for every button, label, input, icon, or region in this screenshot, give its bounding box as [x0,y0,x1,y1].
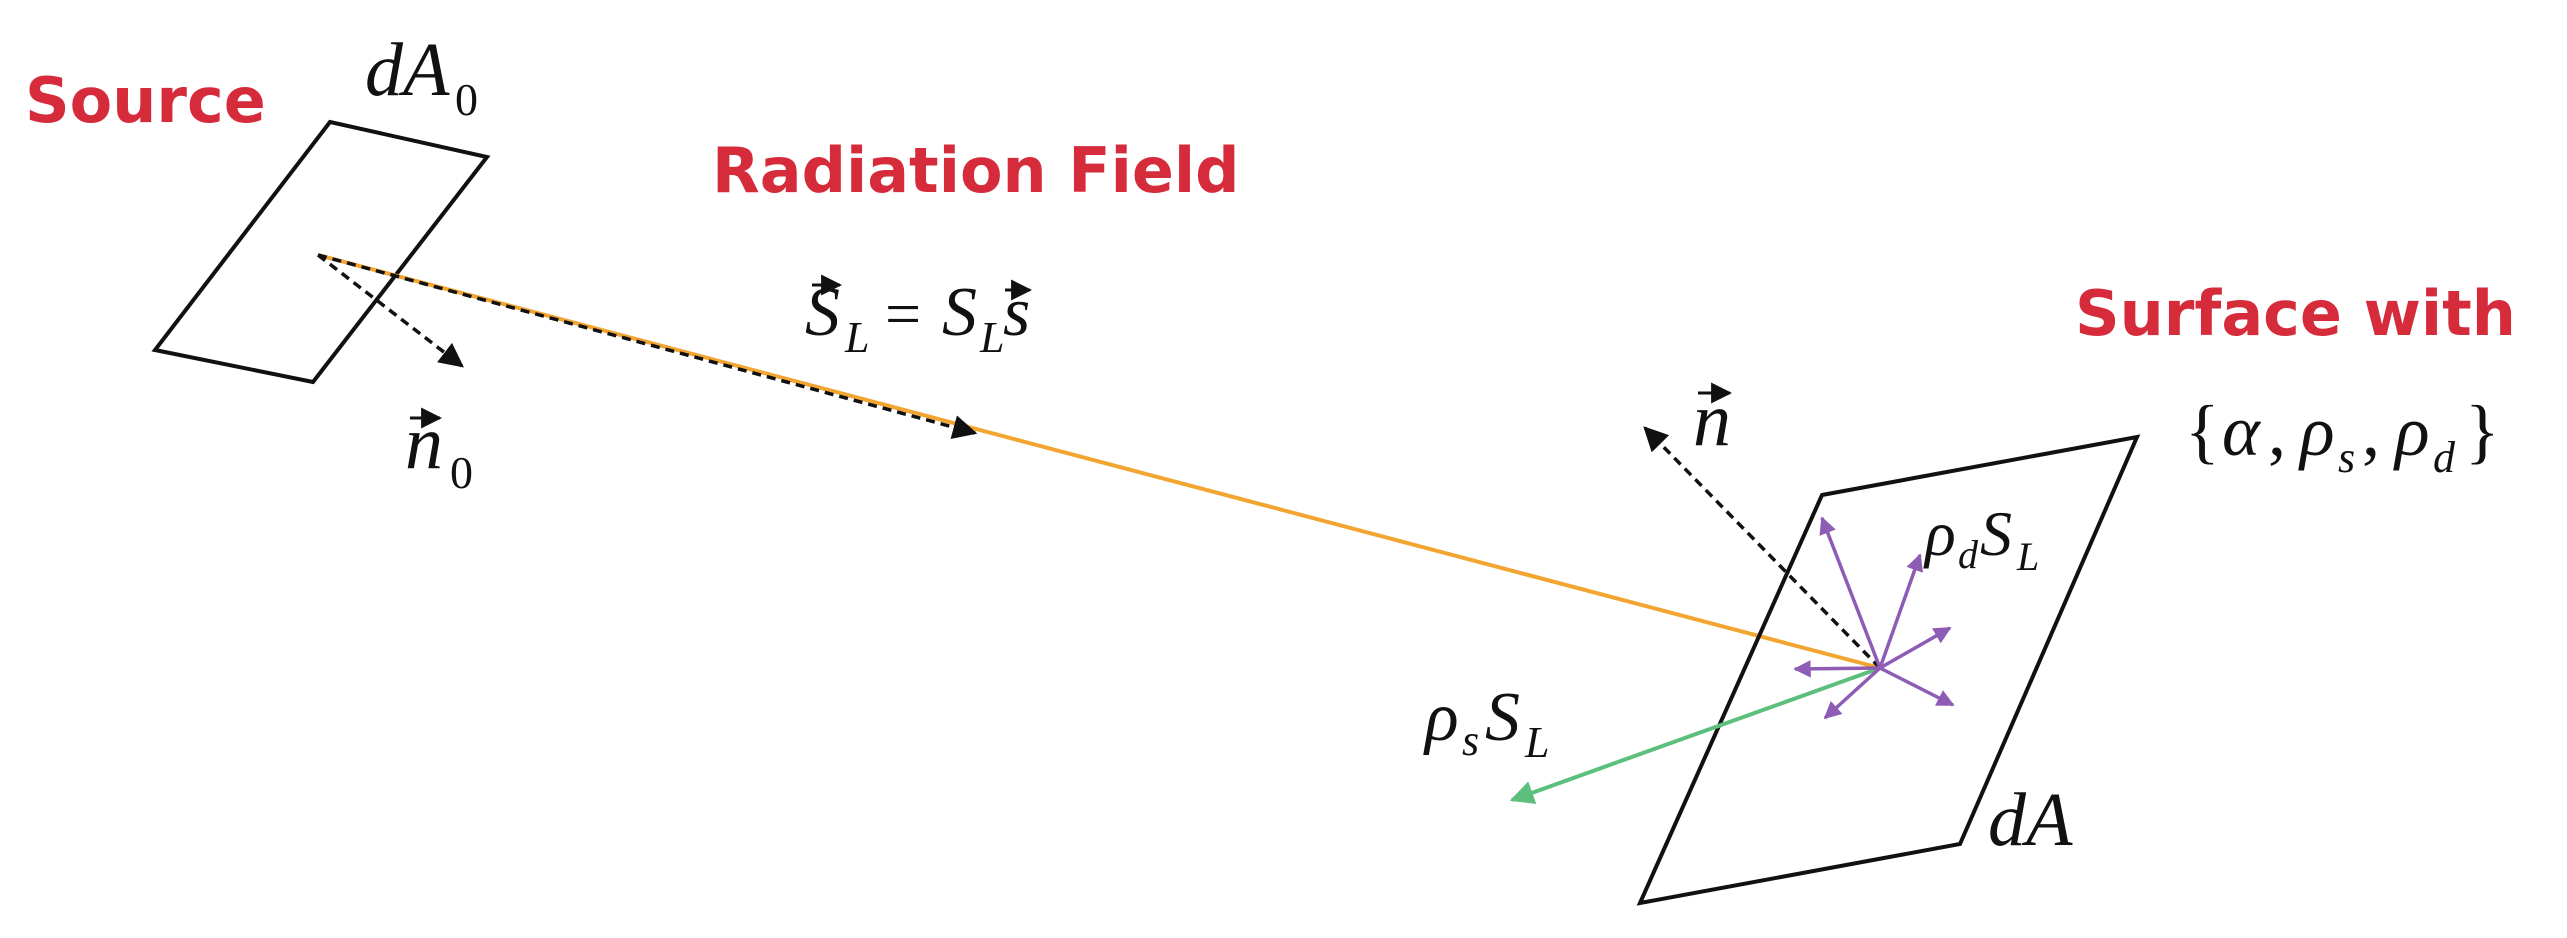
diffuse-ray [1819,516,1882,669]
svg-text:L: L [844,313,869,362]
svg-text:n: n [405,401,443,485]
svg-text:,: , [2268,391,2286,471]
svg-text:ρ: ρ [2298,391,2335,471]
surface-normal-vector [1643,426,1882,670]
source-normal-vector [316,253,464,368]
surface-with-label: Surface with [2075,277,2516,350]
source-area-symbol: dA 0 [365,28,478,125]
surface-normal-symbol: n [1693,378,1733,462]
source-label: Source [25,64,266,137]
receiving-surface-element [1636,434,2141,906]
svg-text:L: L [1524,718,1549,767]
svg-text:{: { [2185,391,2220,471]
svg-text:α: α [2222,391,2261,471]
svg-text:,: , [2362,391,2380,471]
svg-text:L: L [2016,534,2039,579]
diffuse-reflection-label: ρ d S L [1923,498,2039,579]
svg-text:S: S [1980,498,2012,569]
diffuse-ray [1793,660,1881,678]
svg-text:d: d [1958,532,1979,577]
svg-text:ρ: ρ [1423,679,1459,756]
svg-text:s: s [2338,433,2355,482]
radiation-field-equation: S L = S L s [805,274,1033,362]
radiation-ray [317,253,1881,670]
svg-text:dA: dA [365,28,450,112]
radiation-direction-vector [317,253,978,440]
svg-text:d: d [2433,433,2456,482]
specular-reflection-ray [1509,666,1881,805]
svg-text:S: S [942,274,977,351]
diffuse-ray [1823,666,1882,720]
surface-properties-set: { α , ρ s , ρ d } [2185,391,2500,482]
svg-text:0: 0 [455,74,478,125]
svg-text:s: s [1462,716,1479,765]
svg-text:=: = [885,278,921,349]
svg-text:}: } [2465,391,2500,471]
svg-text:s: s [1003,274,1030,351]
diffuse-ray [1878,553,1923,669]
radiation-field-label: Radiation Field [712,134,1240,207]
surface-area-symbol: dA [1988,778,2073,862]
svg-text:ρ: ρ [2393,391,2430,471]
svg-text:ρ: ρ [1923,498,1956,569]
diffuse-ray [1879,626,1952,670]
svg-text:S: S [1485,679,1520,756]
source-normal-symbol: n 0 [405,401,473,498]
svg-text:n: n [1693,378,1731,462]
svg-text:0: 0 [450,447,473,498]
diffuse-ray [1879,666,1955,707]
diffuse-reflection-fan [1793,516,1955,720]
source-surface-element [151,119,491,385]
specular-reflection-label: ρ s S L [1423,679,1549,767]
svg-text:L: L [979,313,1004,362]
